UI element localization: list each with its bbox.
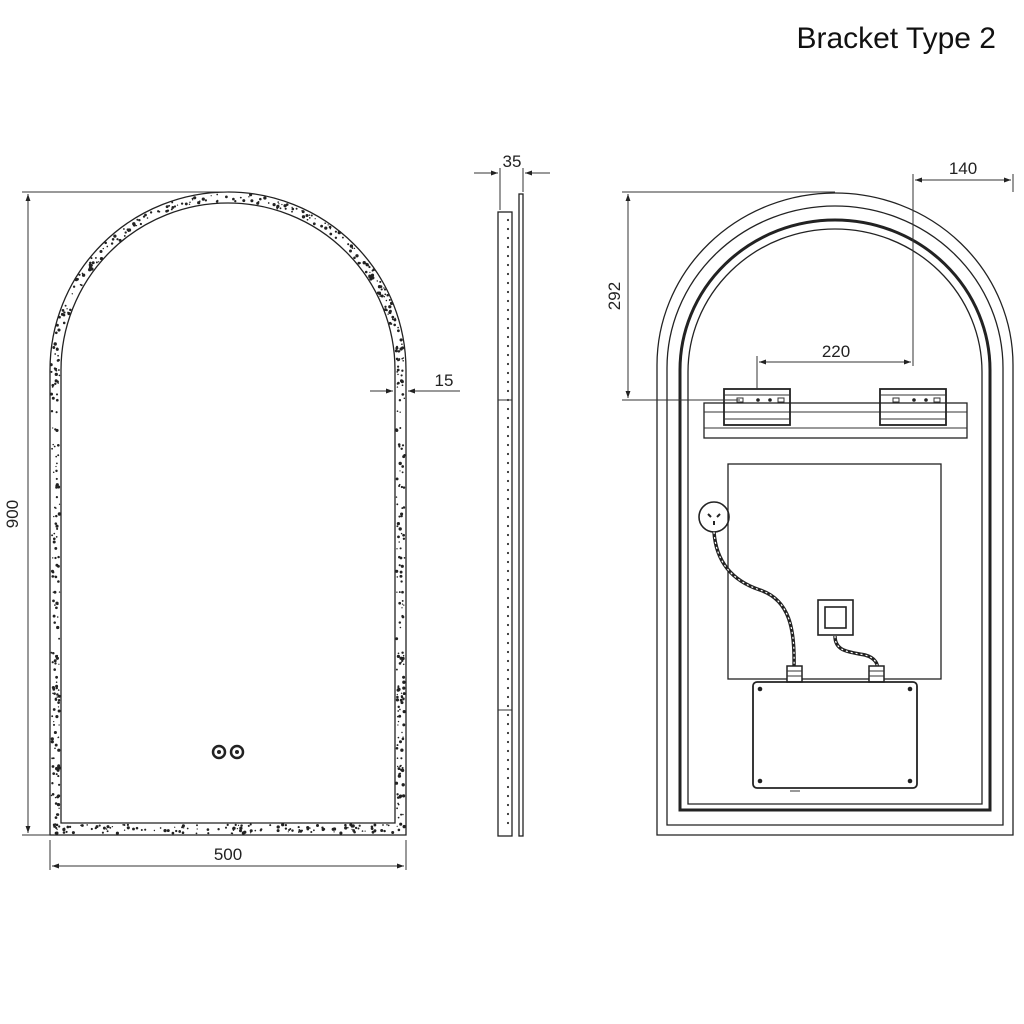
power-cable-texture [713, 531, 795, 669]
bracket-right [879, 388, 947, 426]
side-view: 35 [474, 152, 550, 837]
back-outer-outline [656, 192, 1014, 836]
switch-cable-texture [834, 635, 878, 669]
power-cable [712, 531, 796, 669]
border-dimension-label: 15 [435, 371, 454, 390]
diagram-title: Bracket Type 2 [796, 22, 996, 55]
driver-connector-right [868, 665, 885, 683]
power-plug-icon [698, 501, 730, 533]
led-driver-box [752, 681, 918, 789]
front-view: 900 500 15 [3, 191, 460, 870]
wall-switch-icon [817, 599, 854, 636]
back-inner-outline [666, 205, 1004, 826]
back-led-strip [678, 218, 992, 812]
front-outer-outline [49, 191, 407, 836]
height-dimension-label: 900 [3, 500, 22, 528]
side-glass [518, 193, 524, 837]
depth-dimension-label: 35 [503, 152, 522, 171]
back-led-strip-inner [687, 228, 983, 805]
frosted-border-texture [49, 193, 406, 835]
side-led-strip [506, 218, 510, 825]
front-inner-outline [60, 202, 396, 824]
bracket-left [723, 388, 791, 426]
back-panel [727, 463, 942, 680]
switch-cable [833, 635, 879, 669]
spacing-dimension-label: 220 [822, 342, 850, 361]
side-body [497, 211, 513, 837]
back-view: 140 292 220 [605, 159, 1014, 836]
touch-switch-icon [211, 744, 245, 760]
width-dimension-label: 500 [214, 845, 242, 864]
offset-dimension-label: 140 [949, 159, 977, 178]
bracket-height-dimension-label: 292 [605, 282, 624, 310]
driver-connector-left [786, 665, 803, 683]
mounting-rail [703, 402, 968, 439]
